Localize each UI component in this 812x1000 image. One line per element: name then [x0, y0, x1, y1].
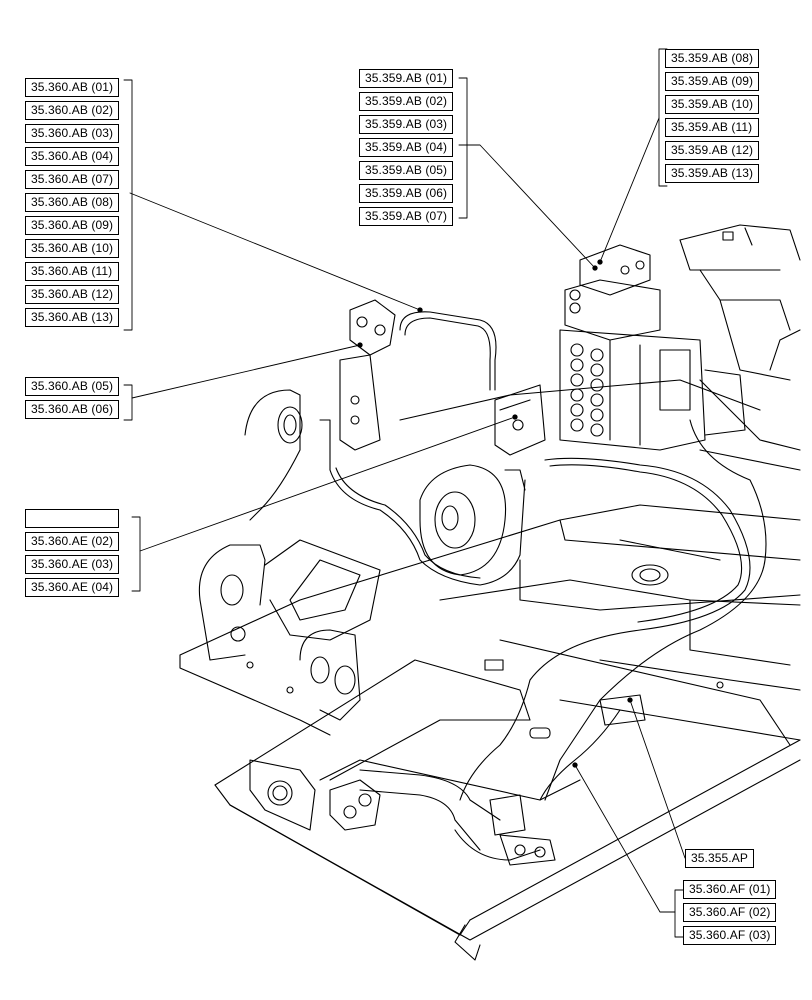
callout-35-360-ae-01[interactable] [25, 509, 120, 528]
group-35-360-ab-mid: 35.360.AB (05) 35.360.AB (06) [25, 377, 120, 423]
callout-35-360-ab-01[interactable]: 35.360.AB (01) [25, 78, 120, 97]
callout-35-360-ab-10[interactable]: 35.360.AB (10) [25, 239, 120, 258]
callout-35-359-ab-10[interactable]: 35.359.AB (10) [665, 95, 760, 114]
callout-35-359-ab-11[interactable]: 35.359.AB (11) [665, 118, 760, 137]
plate-holes [246, 564, 724, 739]
callout-35-355-ap[interactable]: 35.355.AP [685, 849, 754, 868]
callout-35-359-ab-07[interactable]: 35.359.AB (07) [359, 207, 454, 226]
callout-35-360-ab-09[interactable]: 35.360.AB (09) [25, 216, 120, 235]
mount-block [419, 464, 507, 576]
callout-35-359-ab-04[interactable]: 35.359.AB (04) [359, 138, 454, 157]
callout-35-360-ae-03[interactable]: 35.360.AE (03) [25, 555, 120, 574]
callout-35-359-ab-13[interactable]: 35.359.AB (13) [665, 164, 760, 183]
callout-35-359-ab-02[interactable]: 35.359.AB (02) [359, 92, 454, 111]
callout-35-360-ae-02[interactable]: 35.360.AE (02) [25, 532, 120, 551]
callout-35-359-ab-06[interactable]: 35.359.AB (06) [359, 184, 454, 203]
base-frame [179, 504, 801, 746]
callout-35-359-ab-09[interactable]: 35.359.AB (09) [665, 72, 760, 91]
callout-35-359-ab-03[interactable]: 35.359.AB (03) [359, 115, 454, 134]
callout-35-360-ab-04[interactable]: 35.360.AB (04) [25, 147, 120, 166]
callout-35-360-ab-12[interactable]: 35.360.AB (12) [25, 285, 120, 304]
right-frame [679, 224, 801, 471]
callout-35-360-ab-13[interactable]: 35.360.AB (13) [25, 308, 120, 327]
control-valve [559, 244, 746, 451]
group-35-360-af: 35.360.AF (01) 35.360.AF (02) 35.360.AF … [683, 880, 777, 949]
callout-35-360-ab-03[interactable]: 35.360.AB (03) [25, 124, 120, 143]
hose-lines [329, 379, 767, 861]
leader-lines [123, 48, 686, 938]
callout-35-360-ab-11[interactable]: 35.360.AB (11) [25, 262, 120, 281]
group-35-359-ab-left: 35.359.AB (01) 35.359.AB (02) 35.359.AB … [359, 69, 454, 230]
boom-brackets [198, 389, 381, 721]
callout-35-360-ab-06[interactable]: 35.360.AB (06) [25, 400, 120, 419]
group-35-360-ae: 35.360.AE (02) 35.360.AE (03) 35.360.AE … [25, 509, 120, 601]
callout-35-360-ab-02[interactable]: 35.360.AB (02) [25, 101, 120, 120]
callout-35-359-ab-01[interactable]: 35.359.AB (01) [359, 69, 454, 88]
callout-35-360-af-03[interactable]: 35.360.AF (03) [683, 926, 777, 945]
floor-valves [329, 694, 646, 866]
callout-35-360-af-02[interactable]: 35.360.AF (02) [683, 903, 777, 922]
callout-35-359-ab-08[interactable]: 35.359.AB (08) [665, 49, 760, 68]
callout-35-360-af-01[interactable]: 35.360.AF (01) [683, 880, 777, 899]
manifold-block [494, 384, 546, 491]
group-35-355-ap: 35.355.AP [685, 849, 754, 872]
pilot-valve [339, 299, 497, 451]
callout-35-360-ab-05[interactable]: 35.360.AB (05) [25, 377, 120, 396]
front-tray [214, 659, 801, 961]
callout-35-360-ae-04[interactable]: 35.360.AE (04) [25, 578, 120, 597]
callout-35-360-ab-08[interactable]: 35.360.AB (08) [25, 193, 120, 212]
callout-35-359-ab-12[interactable]: 35.359.AB (12) [665, 141, 760, 160]
group-35-360-ab-top: 35.360.AB (01) 35.360.AB (02) 35.360.AB … [25, 78, 120, 331]
group-35-359-ab-right: 35.359.AB (08) 35.359.AB (09) 35.359.AB … [665, 49, 760, 187]
callout-35-360-ab-07[interactable]: 35.360.AB (07) [25, 170, 120, 189]
callout-35-359-ab-05[interactable]: 35.359.AB (05) [359, 161, 454, 180]
